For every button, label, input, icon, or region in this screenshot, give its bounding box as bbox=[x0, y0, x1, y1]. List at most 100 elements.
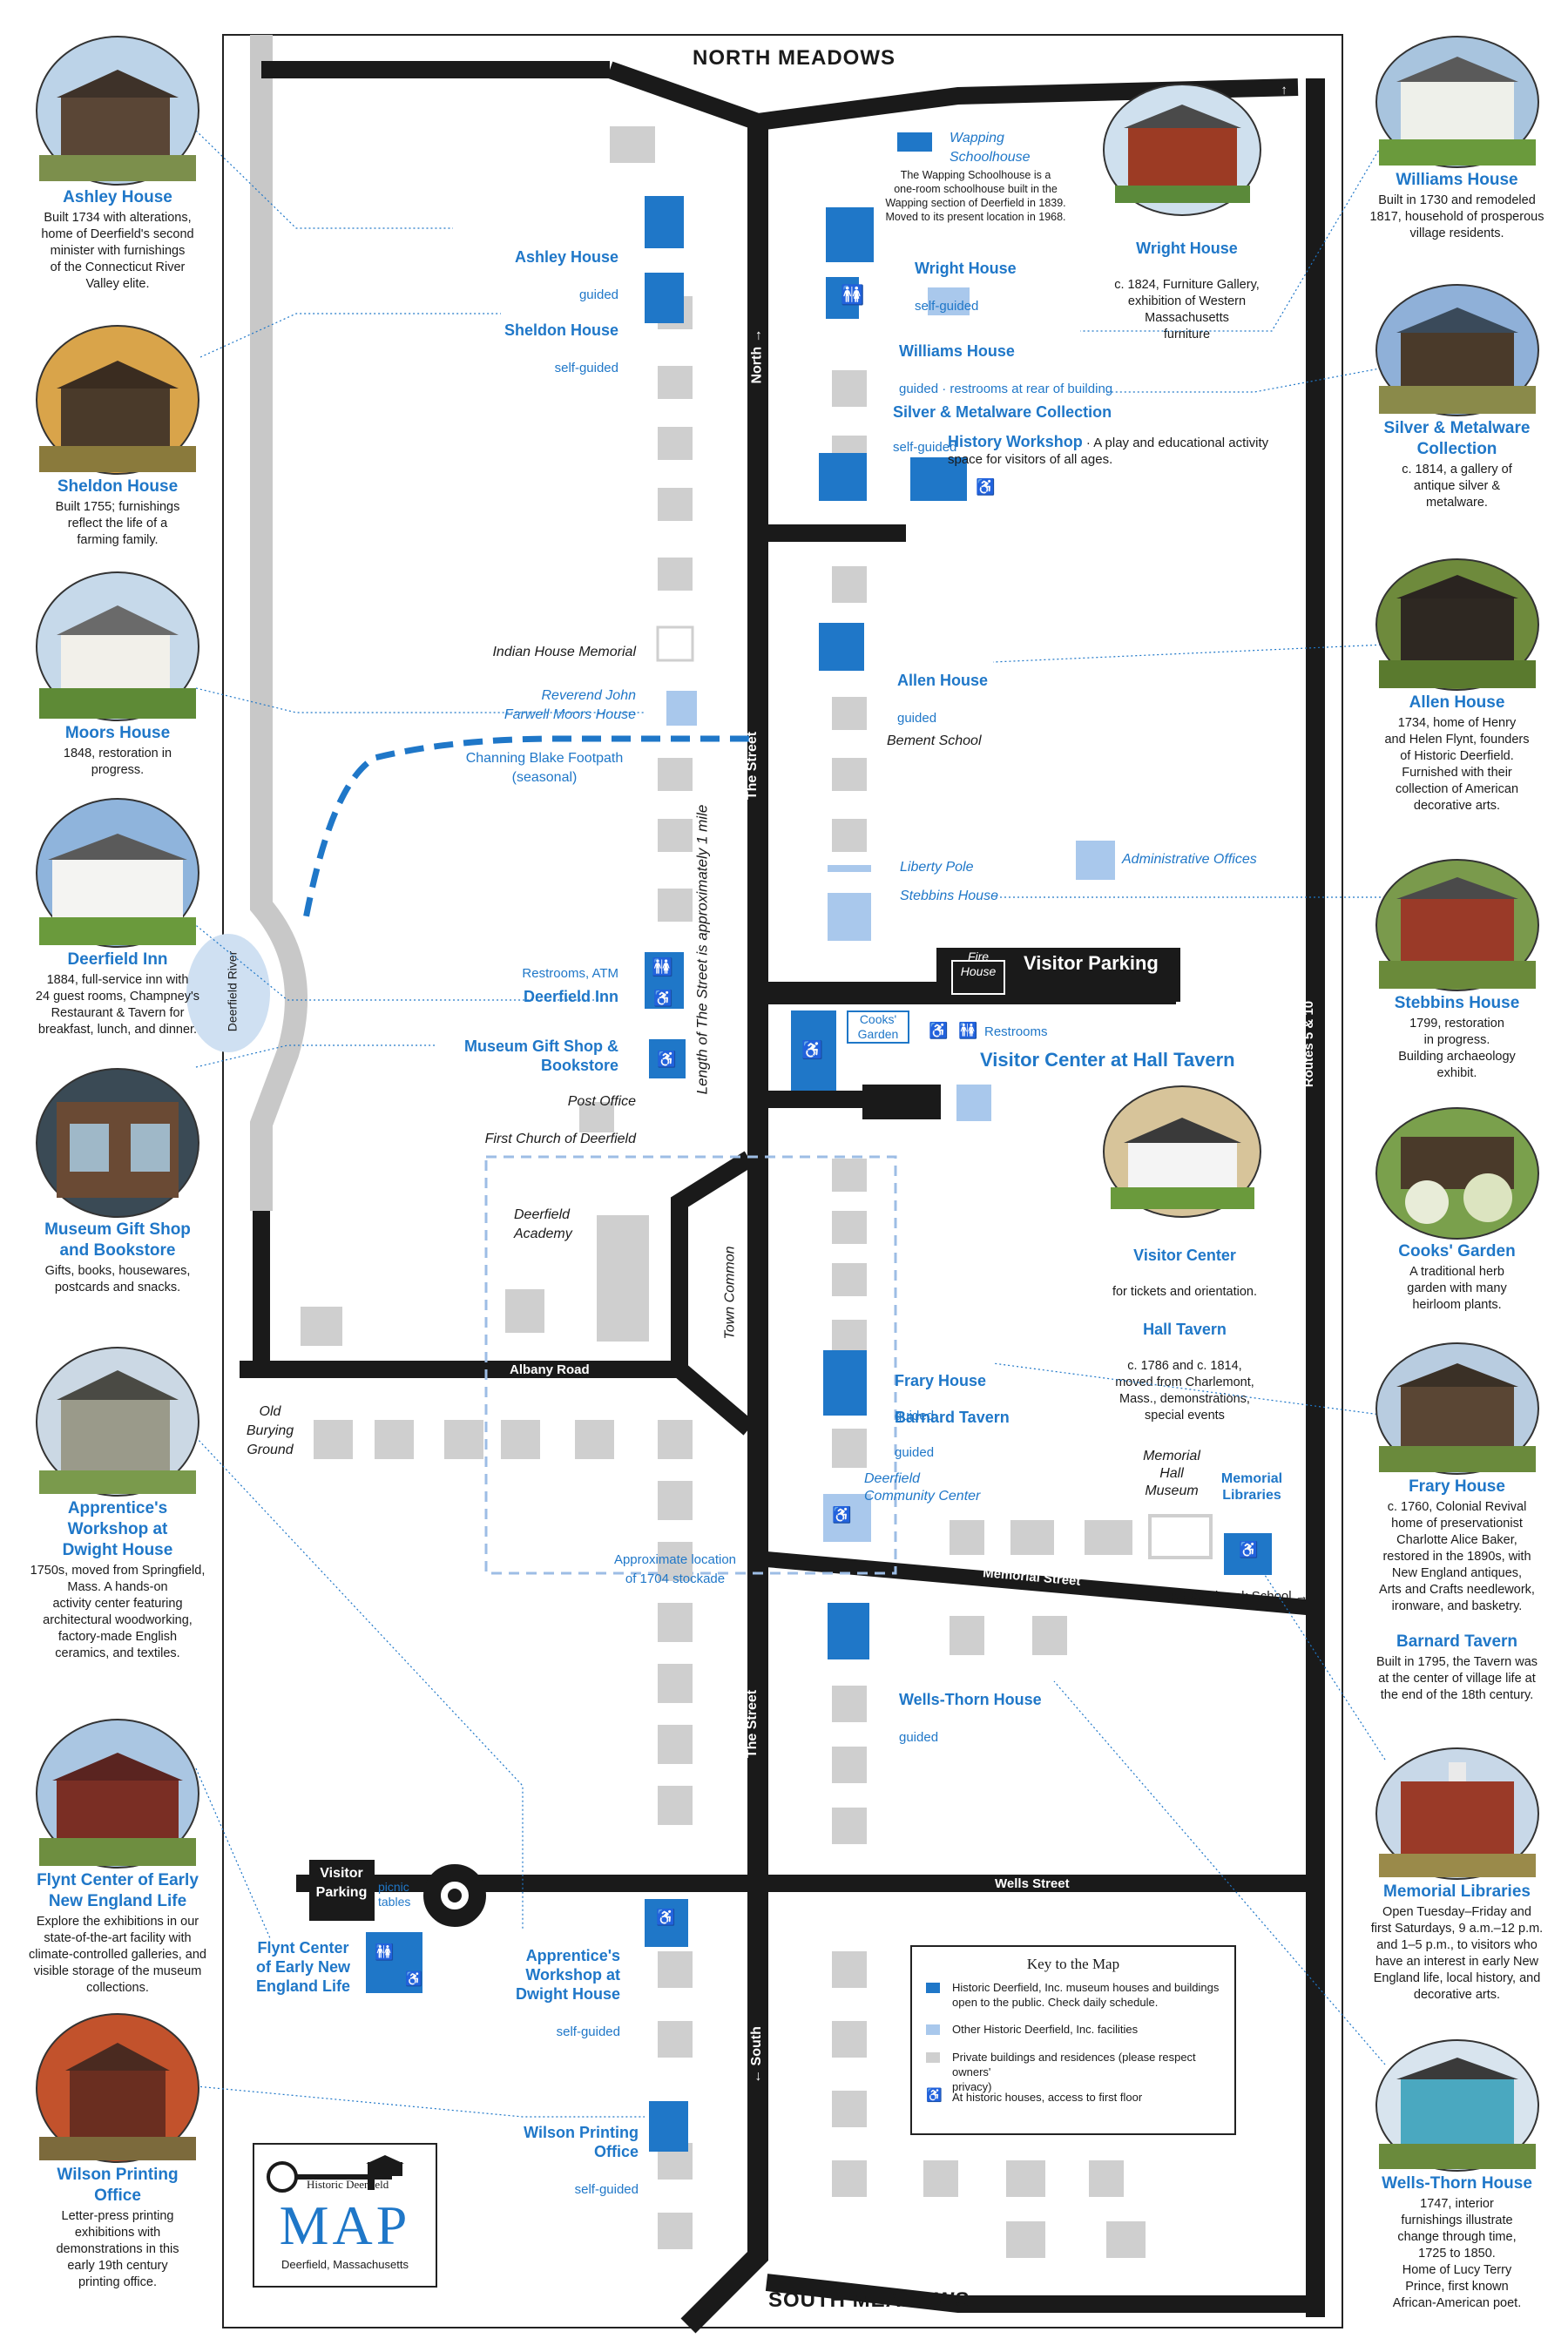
memorial-hall-museum bbox=[1148, 1514, 1213, 1559]
map-label-ashley[interactable]: Ashley House guided bbox=[453, 228, 618, 324]
barnard-map-sub: guided bbox=[895, 1445, 935, 1460]
wilson-map-sub: self-guided bbox=[574, 2182, 639, 2197]
libraries-side-desc: Open Tuesday–Friday and first Saturdays,… bbox=[1370, 1905, 1544, 2002]
road-town-common bbox=[671, 1151, 755, 1436]
liberty-pole-label: Liberty Pole bbox=[900, 860, 974, 875]
moors-side-name: Moors House bbox=[64, 724, 171, 742]
stebbins-map-label[interactable]: Stebbins House bbox=[900, 889, 998, 903]
visitor-photo-name: Visitor Center bbox=[1133, 1247, 1236, 1264]
map-label-allen[interactable]: Allen House guided bbox=[897, 652, 988, 747]
moors-map-label[interactable]: Reverend John Farwell Moors House bbox=[504, 688, 636, 722]
restroom-icon: 🚻 bbox=[958, 1022, 978, 1039]
memorial-libraries-map-label[interactable]: Memorial Libraries bbox=[1220, 1471, 1283, 1503]
side-item-apprentice[interactable]: Apprentice's Workshop at Dwight House 17… bbox=[17, 1346, 218, 1662]
libraries-side-name: Memorial Libraries bbox=[1383, 1882, 1531, 1901]
side-item-allen[interactable]: Allen House 1734, home of Henry and Hele… bbox=[1350, 558, 1564, 814]
restrooms-label: Restrooms bbox=[984, 1024, 1048, 1039]
map-label-history-workshop[interactable]: History Workshop · A play and educationa… bbox=[948, 417, 1268, 468]
restroom-icon: 🚻 bbox=[841, 284, 865, 306]
cooks-side-name: Cooks' Garden bbox=[1398, 1242, 1516, 1260]
private-buildings bbox=[301, 126, 1146, 2258]
south-meadows-label: SOUTH MEADOWS bbox=[768, 2288, 970, 2312]
map-label-frary[interactable]: Frary House guided bbox=[895, 1352, 986, 1445]
community-center-label: Deerfield Community Center bbox=[864, 1471, 981, 1504]
giftshop-side-desc: Gifts, books, housewares, postcards and … bbox=[44, 1264, 191, 1294]
visitor-parking-south-label[interactable]: Visitor Parking bbox=[315, 1866, 368, 1900]
visitor-center-map-label[interactable]: Visitor Center at Hall Tavern bbox=[980, 1049, 1235, 1071]
accessibility-icon: ♿ bbox=[656, 1909, 676, 1926]
turnaround-center bbox=[448, 1889, 462, 1903]
deerfield-river bbox=[250, 35, 308, 1211]
ashley-house-photo bbox=[36, 36, 199, 186]
wells-thorn-side-desc: 1747, interior furnishings illustrate ch… bbox=[1392, 2197, 1522, 2310]
side-item-giftshop[interactable]: Museum Gift Shop and Bookstore Gifts, bo… bbox=[17, 1067, 218, 1296]
logo-place: Deerfield, Massachusetts bbox=[281, 2258, 409, 2271]
visitor-parking-label[interactable]: Visitor Parking bbox=[1024, 952, 1159, 974]
admin-offices-label: Administrative Offices bbox=[1122, 852, 1257, 867]
map-label-barnard[interactable]: Barnard Tavern guided bbox=[895, 1389, 1010, 1482]
historic-deerfield-logo: Historic Deerfield MAP Deerfield, Massac… bbox=[253, 2143, 437, 2288]
map-label-wright[interactable]: Wright House self-guided bbox=[915, 240, 1017, 335]
wright-house-photo-icon[interactable] bbox=[1102, 83, 1263, 218]
channing-blake-footpath bbox=[301, 735, 749, 924]
side-item-wells-thorn[interactable]: Wells-Thorn House 1747, interior furnish… bbox=[1350, 2038, 1564, 2312]
wright-map-name: Wright House bbox=[915, 260, 1017, 277]
inn-map-label[interactable]: Deerfield Inn bbox=[523, 988, 618, 1005]
legend-swatch-private bbox=[926, 2052, 940, 2063]
wilson-side-desc: Letter-press printing exhibitions with d… bbox=[56, 2209, 179, 2289]
giftshop-map-label[interactable]: Museum Gift Shop & Bookstore bbox=[464, 1037, 618, 1074]
accessibility-icon: ♿ bbox=[976, 478, 996, 496]
side-item-moors[interactable]: Moors House 1848, restoration in progres… bbox=[17, 571, 218, 779]
side-item-barnard[interactable]: Barnard Tavern Built in 1795, the Tavern… bbox=[1350, 1632, 1564, 1704]
memorial-hall-label[interactable]: Memorial Hall Museum bbox=[1143, 1449, 1200, 1498]
side-item-inn[interactable]: Deerfield Inn 1884, full-service inn wit… bbox=[17, 797, 218, 1038]
hall-tavern-photo-name: Hall Tavern bbox=[1143, 1321, 1227, 1338]
side-item-frary[interactable]: Frary House c. 1760, Colonial Revival ho… bbox=[1350, 1342, 1564, 1615]
parking-lot-south bbox=[309, 1860, 375, 1921]
flynt-map-label[interactable]: Flynt Center of Early New England Life bbox=[255, 1939, 351, 1995]
allen-side-desc: 1734, home of Henry and Helen Flynt, fou… bbox=[1384, 716, 1530, 813]
williams-map-sub: guided · restrooms at rear of building bbox=[899, 382, 1113, 396]
legend-swatch-facility bbox=[926, 2024, 940, 2035]
road-memorial bbox=[766, 1551, 1308, 1615]
sheldon-map-sub: self-guided bbox=[554, 361, 618, 375]
map-label-williams[interactable]: Williams House guided · restrooms at rea… bbox=[899, 322, 1112, 418]
side-item-sheldon[interactable]: Sheldon House Built 1755; furnishings re… bbox=[17, 324, 218, 549]
side-item-ashley[interactable]: Ashley House Built 1734 with alterations… bbox=[17, 35, 218, 293]
frary-map-sub: guided bbox=[895, 1409, 935, 1423]
eaglebrook-label: to Eaglebrook School → bbox=[1167, 1589, 1308, 1604]
map-label-wells-thorn[interactable]: Wells-Thorn House guided bbox=[899, 1671, 1042, 1767]
wells-thorn-map-name: Wells-Thorn House bbox=[899, 1691, 1042, 1708]
wells-street-label: Wells Street bbox=[995, 1876, 1070, 1891]
wapping-map-name[interactable]: Wapping Schoolhouse bbox=[950, 131, 1031, 165]
side-item-silver[interactable]: Silver & Metalware Collection c. 1814, a… bbox=[1350, 283, 1564, 511]
picnic-tables-label: picnic tables bbox=[378, 1880, 411, 1909]
side-item-williams[interactable]: Williams House Built in 1730 and remodel… bbox=[1350, 35, 1564, 242]
silver-side-name: Silver & Metalware Collection bbox=[1383, 419, 1531, 458]
map-label-silver[interactable]: Silver & Metalware Collection self-guide… bbox=[893, 383, 1112, 476]
barnard-map-name: Barnard Tavern bbox=[895, 1409, 1010, 1426]
visitor-center-photo-icon[interactable] bbox=[1102, 1085, 1263, 1220]
side-item-cooks-garden[interactable]: Cooks' Garden A traditional herb garden … bbox=[1350, 1106, 1564, 1314]
history-workshop-desc: · A play and educational activity space … bbox=[948, 436, 1269, 467]
legend-text-museum: Historic Deerfield, Inc. museum houses a… bbox=[952, 1981, 1220, 2009]
fire-house-label: Fire House bbox=[960, 950, 997, 978]
footpath-label: Channing Blake Footpath (seasonal) bbox=[465, 751, 624, 785]
map-label-sheldon[interactable]: Sheldon House self-guided bbox=[453, 301, 618, 397]
side-item-wilson[interactable]: Wilson Printing Office Letter-press prin… bbox=[17, 2012, 218, 2291]
map-label-wilson[interactable]: Wilson Printing Office self-guided bbox=[470, 2104, 639, 2219]
side-item-memorial-libraries[interactable]: Memorial Libraries Open Tuesday–Friday a… bbox=[1350, 1747, 1564, 2004]
frary-side-name: Frary House bbox=[1409, 1477, 1505, 1496]
museum-buildings bbox=[366, 132, 1272, 2152]
apprentice-map-sub: self-guided bbox=[556, 2024, 620, 2039]
legend-swatch-museum bbox=[926, 1983, 940, 1993]
map-label-apprentice[interactable]: Apprentice's Workshop at Dwight House se… bbox=[470, 1927, 620, 2061]
side-item-stebbins[interactable]: Stebbins House 1799, restoration in prog… bbox=[1350, 858, 1564, 1082]
stebbins-side-name: Stebbins House bbox=[1394, 994, 1520, 1012]
allen-house-photo bbox=[1375, 558, 1539, 691]
side-item-flynt[interactable]: Flynt Center of Early New England Life E… bbox=[17, 1718, 218, 1997]
cooks-garden-map-label[interactable]: Cooks' Garden bbox=[847, 1010, 909, 1044]
flynt-side-desc: Explore the exhibitions in our state-of-… bbox=[29, 1915, 206, 1995]
cooks-garden-photo bbox=[1375, 1107, 1539, 1240]
